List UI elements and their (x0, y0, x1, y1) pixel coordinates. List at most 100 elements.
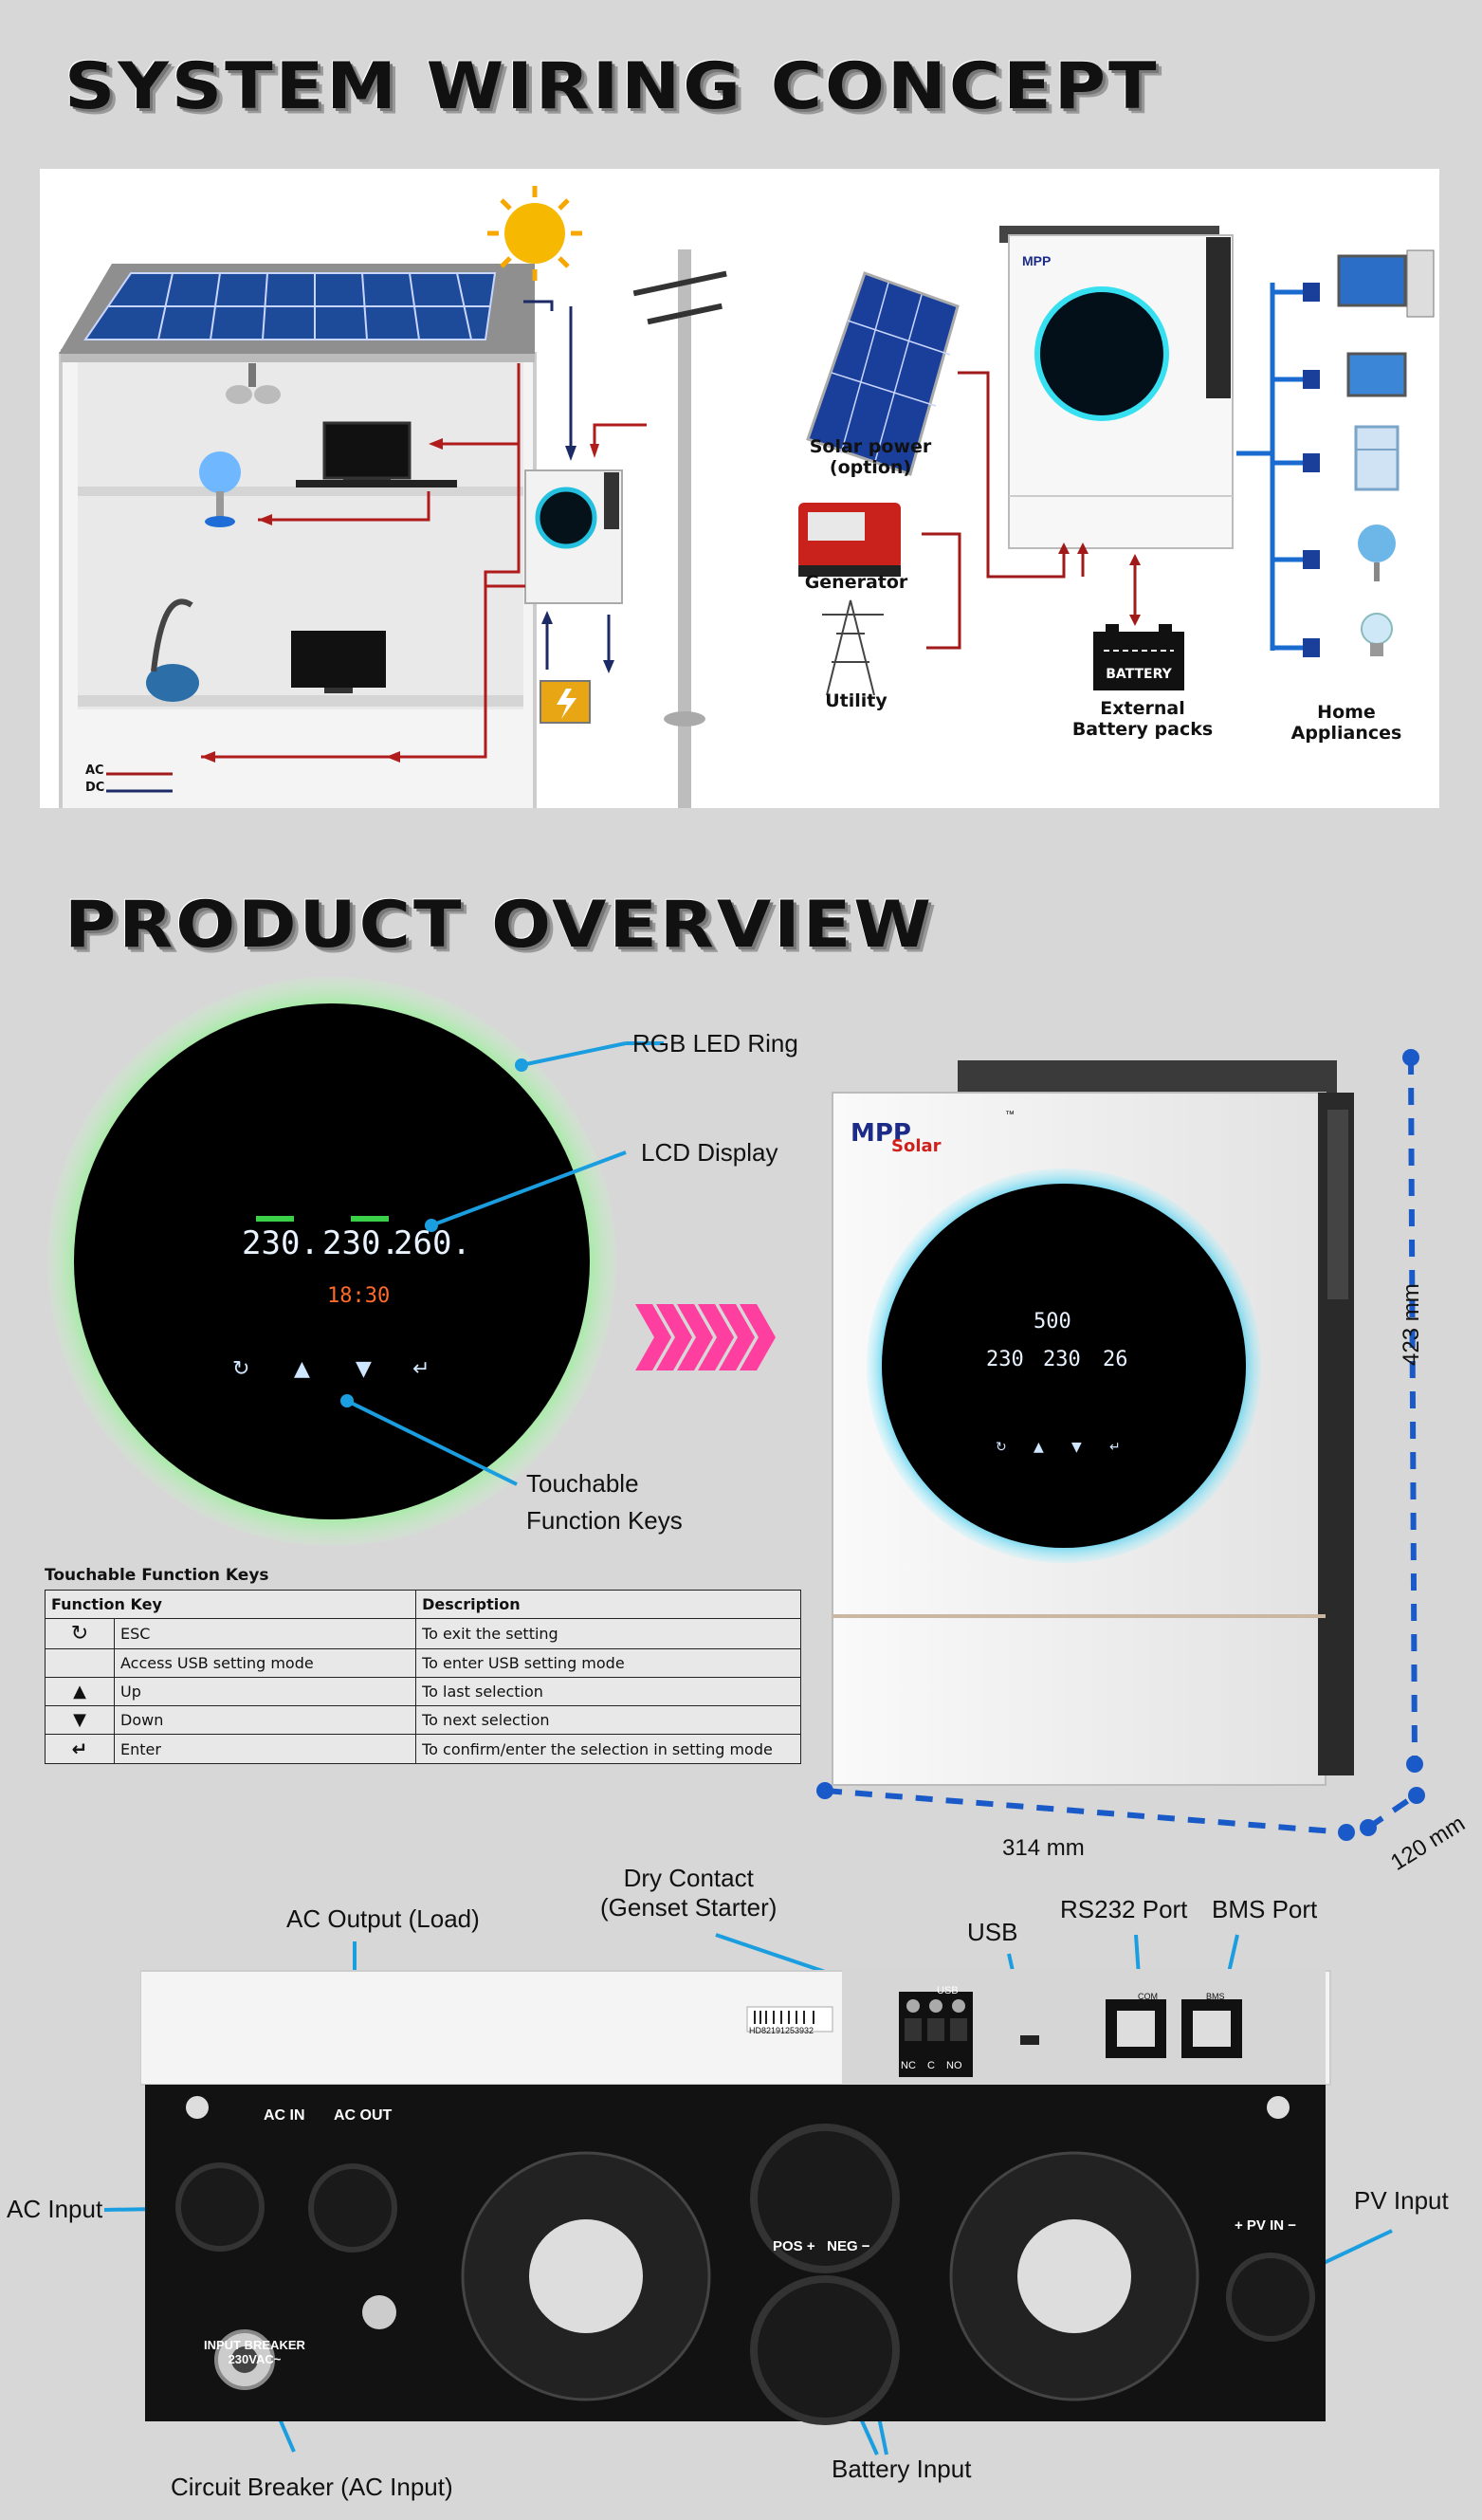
svg-text:26: 26 (1103, 1348, 1128, 1371)
lcd-clock: 18:30 (327, 1284, 390, 1308)
wiring-heading: SYSTEM WIRING CONCEPT (64, 48, 1160, 124)
house-battery-icon (540, 680, 591, 724)
dry-nc-label: NC (901, 2060, 916, 2071)
generator-icon (798, 503, 901, 577)
home-appliances-label: Home Appliances (1290, 702, 1402, 744)
tv-icon (296, 421, 457, 487)
table-row: ▼ Down To next selection (45, 1705, 801, 1735)
tv-appliance-icon (1346, 352, 1407, 397)
table-row: ▲ Up To last selection (45, 1677, 801, 1706)
height-dimension: 423 mm (1399, 1283, 1424, 1366)
legend-ac-label: AC (85, 763, 104, 778)
utility-pole-icon (632, 249, 727, 885)
width-dimension: 314 mm (1002, 1835, 1085, 1861)
inverter-bottom-view (140, 1969, 1331, 2425)
table-cell-desc: To confirm/enter the selection in settin… (415, 1734, 801, 1764)
lcd-enter-key-icon: ↵ (412, 1357, 430, 1381)
table-title: Touchable Function Keys (45, 1566, 269, 1585)
lcd-up-key-icon: ▲ (294, 1357, 310, 1381)
table-cell-icon (45, 1648, 115, 1678)
solar-panel-icon (806, 271, 960, 476)
panel-ac-in-label: AC IN (264, 2107, 305, 2124)
pv-input-callout: PV Input (1354, 2186, 1449, 2215)
fan-icon (199, 451, 241, 527)
lcd-reading-3: 260. (393, 1224, 471, 1262)
svg-text:↵: ↵ (1109, 1440, 1121, 1455)
function-keys-table: Function Key Description ↻ ESC To exit t… (44, 1590, 801, 1764)
panel-pos-neg-label: POS + NEG − (773, 2238, 870, 2254)
svg-text:230: 230 (986, 1348, 1024, 1371)
vacuum-icon (146, 598, 199, 702)
usb-small-label: USB (937, 1985, 959, 1996)
panel-breaker-label: INPUT BREAKER 230VAC~ (204, 2338, 305, 2366)
svg-text:▼: ▼ (1071, 1440, 1082, 1455)
bms-port-callout: BMS Port (1212, 1895, 1318, 1923)
dry-contact-callout: Dry Contact (Genset Starter) (600, 1864, 778, 1922)
main-inverter-icon: MPP (999, 226, 1234, 549)
overview-heading: PRODUCT OVERVIEW (64, 887, 934, 963)
dry-no-label: NO (946, 2060, 962, 2071)
dry-c-label: C (927, 2060, 935, 2071)
esc-icon: ↻ (45, 1618, 115, 1649)
function-keys-callout: Touchable Function Keys (526, 1469, 683, 1535)
up-arrow-icon: ▲ (45, 1677, 115, 1706)
table-cell-desc: To last selection (415, 1677, 801, 1706)
bms-small-label: BMS (1206, 1992, 1225, 2001)
tv-lower-icon (291, 631, 386, 693)
svg-text:↻: ↻ (996, 1440, 1007, 1455)
legend-dc-label: DC (85, 781, 105, 795)
generator-label: Generator (804, 572, 908, 593)
lcd-down-key-icon: ▼ (356, 1357, 372, 1381)
lcd-esc-key-icon: ↻ (232, 1357, 249, 1381)
lcd-display-callout: LCD Display (641, 1138, 778, 1167)
inverter-front-view: 230 230 26 500 ↻ ▲ ▼ ↵ (832, 1060, 1354, 1786)
down-arrow-icon: ▼ (45, 1705, 115, 1735)
computer-icon (1337, 249, 1435, 318)
rs232-callout: RS232 Port (1060, 1895, 1188, 1923)
ac-input-callout: AC Input (7, 2195, 103, 2223)
depth-dimension: 120 mm (1386, 1811, 1470, 1876)
battery-packs-label: External Battery packs (1071, 698, 1214, 740)
battery-input-callout: Battery Input (832, 2455, 972, 2483)
svg-text:230: 230 (1043, 1348, 1081, 1371)
brand-tm: ™ (1005, 1110, 1015, 1120)
table-header-key: Function Key (44, 1590, 417, 1619)
utility-tower-icon (822, 599, 884, 696)
desk-fan-icon (1358, 524, 1396, 581)
table-row: ↻ ESC To exit the setting (45, 1618, 801, 1649)
usb-callout: USB (967, 1918, 1018, 1946)
lightbulb-icon (1361, 613, 1393, 656)
ac-output-callout: AC Output (Load) (286, 1904, 480, 1933)
pink-chevron-arrows (635, 1304, 776, 1370)
circuit-breaker-callout: Circuit Breaker (AC Input) (171, 2473, 453, 2501)
panel-pv-in-label: + PV IN − (1235, 2217, 1297, 2234)
table-cell-key: Enter (113, 1734, 417, 1764)
table-header-desc: Description (415, 1590, 801, 1619)
lcd-reading-1: 230. (242, 1224, 320, 1262)
table-cell-key: Access USB setting mode (113, 1648, 417, 1678)
battery-pack-icon: BATTERY (1093, 624, 1184, 690)
utility-label: Utility (825, 690, 887, 711)
lcd-face (74, 1003, 590, 1519)
solar-power-label: Solar power (option) (809, 436, 932, 478)
table-cell-key: Up (113, 1677, 417, 1706)
brand-mpp: MPP (851, 1119, 911, 1148)
table-cell-key: Down (113, 1705, 417, 1735)
svg-text:▲: ▲ (1034, 1440, 1044, 1455)
table-row: Access USB setting mode To enter USB set… (45, 1648, 801, 1678)
barcode-number: HD82191253932 (749, 2026, 814, 2035)
enter-icon: ↵ (45, 1734, 115, 1764)
ceiling-lamp-icon (226, 363, 281, 404)
table-cell-desc: To exit the setting (415, 1618, 801, 1649)
battery-text: BATTERY (1106, 667, 1172, 682)
table-cell-desc: To next selection (415, 1705, 801, 1735)
sun-icon (487, 186, 582, 281)
table-cell-key: ESC (113, 1618, 417, 1649)
svg-text:MPP: MPP (1022, 253, 1051, 268)
table-row: ↵ Enter To confirm/enter the selection i… (45, 1734, 801, 1764)
fridge-icon (1354, 425, 1400, 491)
wiring-diagram: MPP BATTERY (59, 186, 1435, 915)
svg-text:500: 500 (1034, 1310, 1071, 1334)
house-inverter-icon (524, 469, 623, 604)
brand-solar: Solar (891, 1136, 942, 1156)
